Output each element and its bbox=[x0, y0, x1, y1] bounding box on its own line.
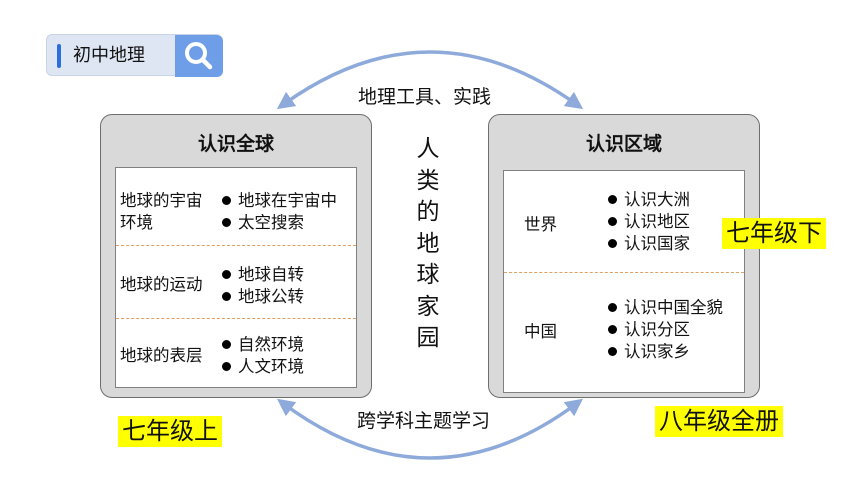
left-panel-title: 认识全球 bbox=[197, 133, 274, 155]
right-panel-title: 认识区域 bbox=[585, 133, 662, 155]
list-item: 认识家乡 bbox=[608, 341, 723, 363]
search-text: 初中地理 bbox=[73, 45, 145, 66]
row-separator bbox=[116, 245, 356, 246]
right-row-2-label: 中国 bbox=[524, 322, 557, 341]
list-item: 认识地区 bbox=[608, 211, 690, 233]
list-item: 地球在宇宙中 bbox=[222, 190, 337, 212]
list-item: 地球自转 bbox=[222, 264, 304, 286]
list-item: 认识大洲 bbox=[608, 189, 690, 211]
grade-tag-left: 七年级上 bbox=[118, 416, 222, 447]
list-item: 认识国家 bbox=[608, 233, 690, 255]
list-item: 自然环境 bbox=[222, 334, 304, 356]
list-item: 认识分区 bbox=[608, 319, 723, 341]
right-row-2-list: 认识中国全貌 认识分区 认识家乡 bbox=[608, 297, 723, 363]
bottom-arc bbox=[276, 398, 584, 460]
row-separator bbox=[504, 272, 744, 273]
search-box[interactable]: 初中地理 bbox=[46, 34, 223, 77]
left-row-2-label: 地球的运动 bbox=[120, 275, 203, 294]
list-item: 地球公转 bbox=[222, 286, 304, 308]
search-icon bbox=[185, 42, 213, 70]
left-row-3-label: 地球的表层 bbox=[120, 346, 203, 365]
left-row-1-list: 地球在宇宙中 太空搜索 bbox=[222, 190, 337, 234]
list-item: 认识中国全貌 bbox=[608, 297, 723, 319]
grade-tag-right-bottom: 八年级全册 bbox=[655, 406, 783, 437]
right-panel-content: 世界 认识大洲 认识地区 认识国家 中国 认识中国全貌 认识分区 认识家乡 bbox=[503, 170, 745, 393]
list-item: 太空搜索 bbox=[222, 212, 337, 234]
right-row-1-label: 世界 bbox=[524, 215, 557, 234]
top-arc-label: 地理工具、实践 bbox=[358, 86, 492, 108]
center-vertical-text: 人 类 的 地 球 家 园 bbox=[416, 136, 440, 351]
left-row-3-list: 自然环境 人文环境 bbox=[222, 334, 304, 378]
right-panel: 认识区域 世界 认识大洲 认识地区 认识国家 中国 认识中国全貌 认识分区 认识… bbox=[488, 114, 760, 398]
list-item: 人文环境 bbox=[222, 356, 304, 378]
grade-tag-right-middle: 七年级下 bbox=[722, 218, 826, 249]
right-row-1-list: 认识大洲 认识地区 认识国家 bbox=[608, 189, 690, 255]
bottom-arc-label: 跨学科主题学习 bbox=[357, 410, 491, 432]
left-panel-content: 地球的宇宙 环境 地球在宇宙中 太空搜索 地球的运动 地球自转 地球公转 地球的… bbox=[115, 167, 357, 388]
row-separator bbox=[116, 318, 356, 319]
left-row-1-label: 地球的宇宙 环境 bbox=[120, 191, 203, 232]
search-accent-bar bbox=[57, 44, 61, 68]
search-button[interactable] bbox=[175, 35, 223, 77]
left-row-2-list: 地球自转 地球公转 bbox=[222, 264, 304, 308]
left-panel: 认识全球 地球的宇宙 环境 地球在宇宙中 太空搜索 地球的运动 地球自转 地球公… bbox=[100, 114, 372, 398]
top-arc bbox=[276, 50, 584, 110]
